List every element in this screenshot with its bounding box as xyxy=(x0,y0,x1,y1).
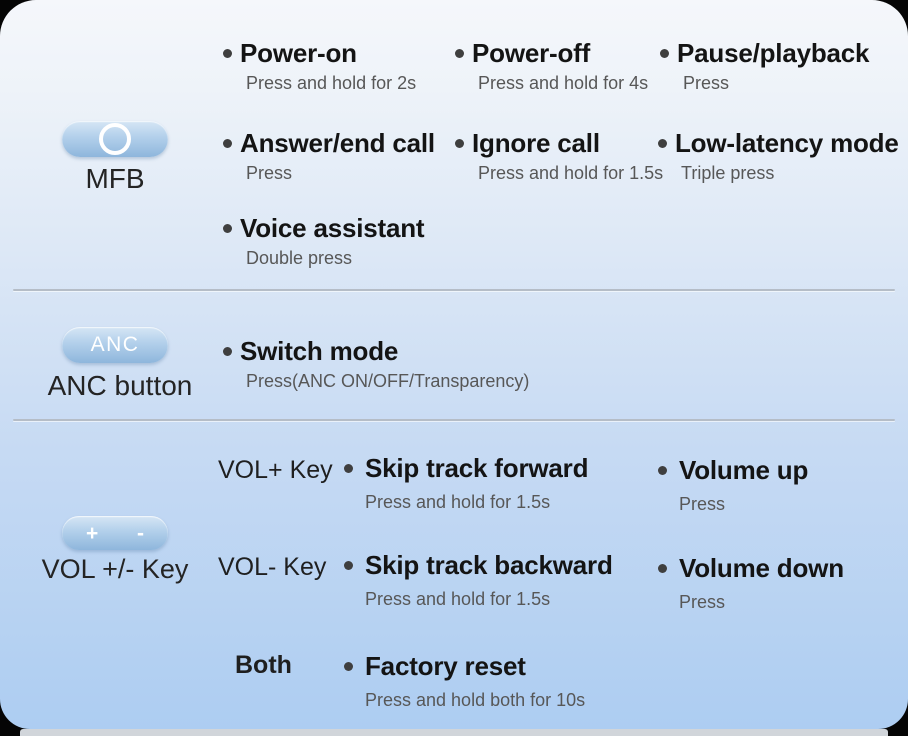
vol-minus-key-label: VOL- Key xyxy=(218,553,327,581)
function-title: Switch mode xyxy=(240,336,399,366)
plus-icon: + xyxy=(86,521,99,545)
bullet-icon xyxy=(658,563,667,573)
function-title: Skip track forward xyxy=(365,453,589,483)
function-title: Voice assistant xyxy=(240,213,425,243)
function-detail: Press and hold for 2s xyxy=(246,73,417,93)
function-item: Factory reset Press and hold both for 10… xyxy=(344,651,585,711)
function-item: Switch mode Press(ANC ON/OFF/Transparenc… xyxy=(223,336,529,392)
mfb-button-illustration xyxy=(62,121,168,157)
bullet-icon xyxy=(455,48,464,58)
function-detail: Press xyxy=(683,73,730,93)
function-detail: Press and hold for 4s xyxy=(478,73,649,93)
bullet-icon xyxy=(223,138,232,148)
function-title: Pause/playback xyxy=(677,38,870,68)
function-item: Power-on Press and hold for 2s xyxy=(223,38,416,94)
function-detail: Press xyxy=(246,163,293,183)
function-item: Volume up Press xyxy=(658,455,808,515)
function-item: Skip track forward Press and hold for 1.… xyxy=(344,453,588,513)
function-detail: Double press xyxy=(246,248,353,268)
section-divider xyxy=(13,289,895,291)
anc-button-illustration: ANC xyxy=(62,327,168,363)
function-item: Low-latency mode Triple press xyxy=(658,128,899,184)
function-title: Ignore call xyxy=(472,128,600,158)
bullet-icon xyxy=(658,138,667,148)
function-title: Power-on xyxy=(240,38,357,68)
bullet-icon xyxy=(455,138,464,148)
function-detail: Press(ANC ON/OFF/Transparency) xyxy=(246,371,530,391)
circle-icon xyxy=(99,123,131,155)
bullet-icon xyxy=(344,560,353,570)
function-title: Power-off xyxy=(472,38,591,68)
section-divider xyxy=(13,419,895,421)
bullet-icon xyxy=(223,48,232,58)
minus-icon: - xyxy=(137,521,144,545)
bullet-icon xyxy=(223,346,232,356)
function-detail: Press and hold for 1.5s xyxy=(365,492,551,512)
vol-label: VOL +/- Key xyxy=(41,554,189,584)
anc-label: ANC button xyxy=(47,370,193,401)
function-title: Volume up xyxy=(679,455,809,485)
bullet-icon xyxy=(658,465,667,475)
function-title: Factory reset xyxy=(365,651,526,681)
function-item: Answer/end call Press xyxy=(223,128,435,184)
function-detail: Press xyxy=(679,494,726,514)
function-item: Pause/playback Press xyxy=(660,38,870,94)
function-item: Volume down Press xyxy=(658,553,844,613)
function-item: Power-off Press and hold for 4s xyxy=(455,38,648,94)
mfb-label: MFB xyxy=(85,163,145,194)
bullet-icon xyxy=(660,48,669,58)
function-detail: Triple press xyxy=(681,163,775,183)
function-item: Voice assistant Double press xyxy=(223,213,425,269)
function-title: Skip track backward xyxy=(365,550,613,580)
function-detail: Press and hold for 1.5s xyxy=(478,163,664,183)
next-card-edge xyxy=(20,729,888,736)
vol-plus-key-label: VOL+ Key xyxy=(218,456,333,484)
bullet-icon xyxy=(344,463,353,473)
function-detail: Press xyxy=(679,592,726,612)
function-title: Low-latency mode xyxy=(675,128,899,158)
bullet-icon xyxy=(344,661,353,671)
both-keys-label: Both xyxy=(235,651,292,679)
function-item: Ignore call Press and hold for 1.5s xyxy=(455,128,663,184)
bullet-icon xyxy=(223,223,232,233)
vol-button-illustration: + - xyxy=(62,516,168,550)
function-title: Answer/end call xyxy=(240,128,435,158)
anc-pill-text: ANC xyxy=(90,333,140,356)
function-detail: Press and hold both for 10s xyxy=(365,690,586,710)
function-detail: Press and hold for 1.5s xyxy=(365,589,551,609)
function-item: Skip track backward Press and hold for 1… xyxy=(344,550,613,610)
function-title: Volume down xyxy=(679,553,844,583)
